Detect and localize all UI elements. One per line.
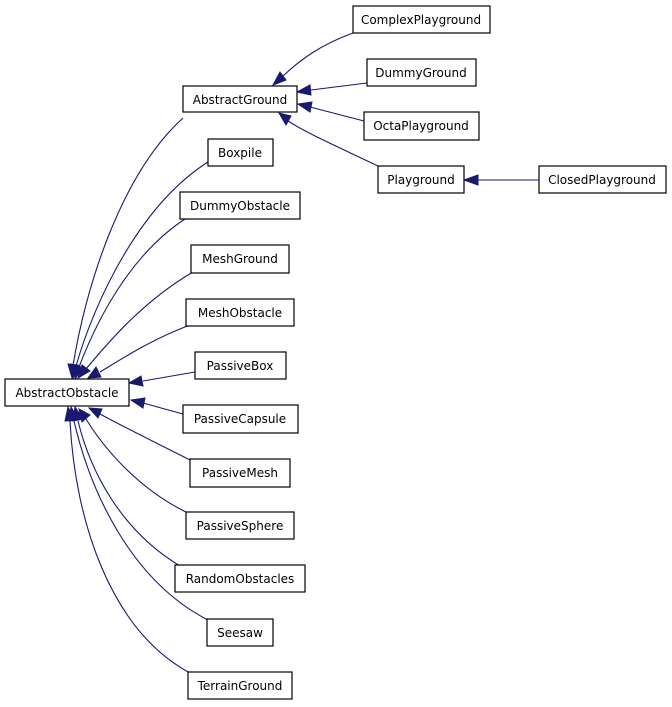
edge-passive-capsule-to-abstract-obstacle (129, 397, 184, 415)
node-random-obstacles[interactable]: RandomObstacles (174, 564, 306, 593)
edge-line (69, 420, 191, 674)
node-label-boxpile: Boxpile (218, 146, 262, 160)
arrowhead-icon (127, 375, 144, 387)
node-dummy-obstacle[interactable]: DummyObstacle (179, 191, 301, 220)
node-label-complex-playground: ComplexPlayground (361, 13, 481, 27)
edge-mesh-ground-to-abstract-obstacle (77, 271, 194, 380)
node-passive-sphere[interactable]: PassiveSphere (185, 511, 295, 540)
edge-playground-to-abstract-ground (277, 112, 381, 168)
node-terrain-ground[interactable]: TerrainGround (187, 671, 293, 700)
edge-line (78, 218, 186, 368)
edge-random-obstacles-to-abstract-obstacle (72, 405, 181, 567)
edge-line (75, 161, 209, 367)
edge-line (99, 413, 193, 462)
edge-terrain-ground-to-abstract-obstacle (64, 405, 191, 674)
edge-line (85, 271, 194, 370)
edge-closed-playground-to-playground (462, 174, 539, 186)
edge-abstract-ground-to-abstract-obstacle (67, 117, 184, 380)
edge-dummy-obstacle-to-abstract-obstacle (73, 218, 186, 381)
node-dummy-ground[interactable]: DummyGround (366, 58, 477, 87)
node-label-passive-capsule: PassiveCapsule (194, 412, 286, 426)
edge-complex-playground-to-abstract-ground (271, 32, 354, 86)
edge-line (310, 82, 368, 91)
edge-passive-box-to-abstract-obstacle (127, 371, 196, 387)
node-label-passive-mesh: PassiveMesh (202, 466, 278, 480)
edge-line (72, 117, 184, 367)
node-mesh-obstacle[interactable]: MeshObstacle (185, 298, 295, 327)
edge-line (73, 420, 209, 621)
node-label-playground: Playground (387, 173, 454, 187)
node-label-closed-playground: ClosedPlayground (548, 173, 656, 187)
edge-octa-playground-to-abstract-ground (296, 101, 365, 122)
node-complex-playground[interactable]: ComplexPlayground (352, 5, 491, 34)
edge-line (282, 32, 354, 77)
edge-line (287, 120, 381, 168)
node-abstract-ground[interactable]: AbstractGround (182, 85, 298, 113)
node-label-terrain-ground: TerrainGround (197, 679, 283, 693)
nodes-layer: AbstractObstacle AbstractGround ComplexP… (4, 5, 667, 700)
edge-line (85, 418, 189, 514)
arrowhead-icon (296, 101, 313, 113)
arrowhead-icon (271, 71, 287, 86)
arrowhead-icon (462, 174, 479, 186)
edge-line (77, 420, 181, 567)
edge-dummy-ground-to-abstract-ground (295, 82, 368, 96)
node-passive-mesh[interactable]: PassiveMesh (189, 458, 291, 488)
edge-line (309, 106, 365, 122)
node-boxpile[interactable]: Boxpile (207, 138, 274, 167)
arrowhead-icon (86, 366, 102, 379)
edge-passive-mesh-to-abstract-obstacle (87, 407, 193, 462)
node-seesaw[interactable]: Seesaw (206, 618, 274, 647)
arrowhead-icon (277, 112, 292, 127)
edge-line (99, 324, 191, 373)
node-label-abstract-ground: AbstractGround (193, 93, 288, 107)
node-label-passive-sphere: PassiveSphere (197, 519, 284, 533)
edge-line (142, 371, 196, 382)
edge-passive-sphere-to-abstract-obstacle (78, 408, 189, 514)
node-label-dummy-obstacle: DummyObstacle (190, 199, 290, 213)
edges-layer (64, 32, 539, 674)
node-closed-playground[interactable]: ClosedPlayground (538, 165, 667, 194)
arrowhead-icon (129, 397, 146, 409)
node-label-random-obstacles: RandomObstacles (186, 572, 295, 586)
arrowhead-icon (77, 364, 91, 380)
node-abstract-obstacle[interactable]: AbstractObstacle (4, 378, 130, 407)
edge-mesh-obstacle-to-abstract-obstacle (86, 324, 191, 379)
arrowhead-icon (295, 84, 312, 96)
node-passive-capsule[interactable]: PassiveCapsule (182, 404, 299, 434)
node-label-mesh-ground: MeshGround (202, 252, 278, 266)
arrowhead-icon (64, 405, 76, 422)
node-label-octa-playground: OctaPlayground (373, 119, 469, 133)
node-label-dummy-ground: DummyGround (375, 66, 466, 80)
node-label-passive-box: PassiveBox (207, 359, 274, 373)
node-octa-playground[interactable]: OctaPlayground (363, 111, 480, 141)
node-passive-box[interactable]: PassiveBox (194, 351, 287, 380)
node-playground[interactable]: Playground (377, 165, 465, 194)
node-label-mesh-obstacle: MeshObstacle (198, 306, 282, 320)
node-mesh-ground[interactable]: MeshGround (190, 244, 290, 274)
arrowhead-icon (87, 407, 103, 419)
node-label-seesaw: Seesaw (217, 626, 263, 640)
edge-line (142, 402, 184, 415)
node-label-abstract-obstacle: AbstractObstacle (15, 386, 118, 400)
